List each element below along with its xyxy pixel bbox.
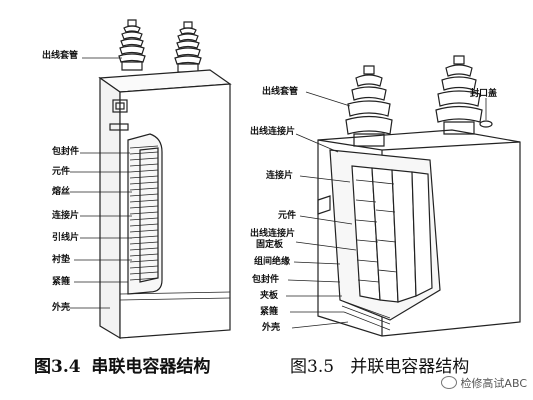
- right-caption-title: 并联电容器结构: [350, 357, 470, 377]
- right-label-bushing: 出线套管: [262, 87, 299, 97]
- left-label-bushing: 出线套管: [42, 51, 79, 61]
- right-label-group-insulation: 组间绝缘: [254, 257, 291, 267]
- left-label-tightener: 紧箍: [52, 277, 71, 287]
- left-caption: 图3.4 串联电容器结构: [34, 352, 210, 377]
- right-label-clamp: 夹板: [260, 291, 279, 301]
- watermark: 检修高试ABC: [441, 375, 527, 391]
- left-caption-title: 串联电容器结构: [91, 357, 211, 377]
- right-bushing-1: [345, 65, 393, 147]
- left-label-pad: 衬垫: [52, 255, 71, 265]
- right-label-tightener: 紧箍: [260, 307, 279, 317]
- right-label-wrapping: 包封件: [252, 275, 280, 285]
- left-label-wrapping: 包封件: [52, 147, 80, 157]
- right-bushing-2: [435, 55, 483, 135]
- left-label-element: 元件: [52, 167, 71, 177]
- left-label-connector: 连接片: [52, 211, 80, 221]
- right-label-seal: 封口盖: [470, 89, 498, 99]
- right-label-fix-board-1: 出线连接片: [250, 229, 296, 239]
- right-label-element: 元件: [278, 211, 297, 221]
- left-bushing-1: [118, 19, 146, 71]
- left-label-lead: 引线片: [52, 233, 80, 243]
- right-label-connector: 连接片: [266, 171, 294, 181]
- left-label-fuse: 熔丝: [52, 187, 71, 197]
- left-label-case: 外壳: [52, 303, 71, 313]
- watermark-text: 检修高试ABC: [460, 377, 527, 390]
- left-caption-number: 图3.4: [34, 357, 81, 377]
- right-label-fix-board-2: 固定板: [256, 240, 284, 250]
- right-label-case: 外壳: [262, 323, 281, 333]
- right-label-out-connector: 出线连接片: [250, 127, 296, 137]
- left-bushing-2: [174, 21, 202, 73]
- right-caption-number: 图3.5: [290, 357, 335, 377]
- wechat-icon: [441, 376, 458, 389]
- right-caption: 图3.5 并联电容器结构: [290, 352, 469, 377]
